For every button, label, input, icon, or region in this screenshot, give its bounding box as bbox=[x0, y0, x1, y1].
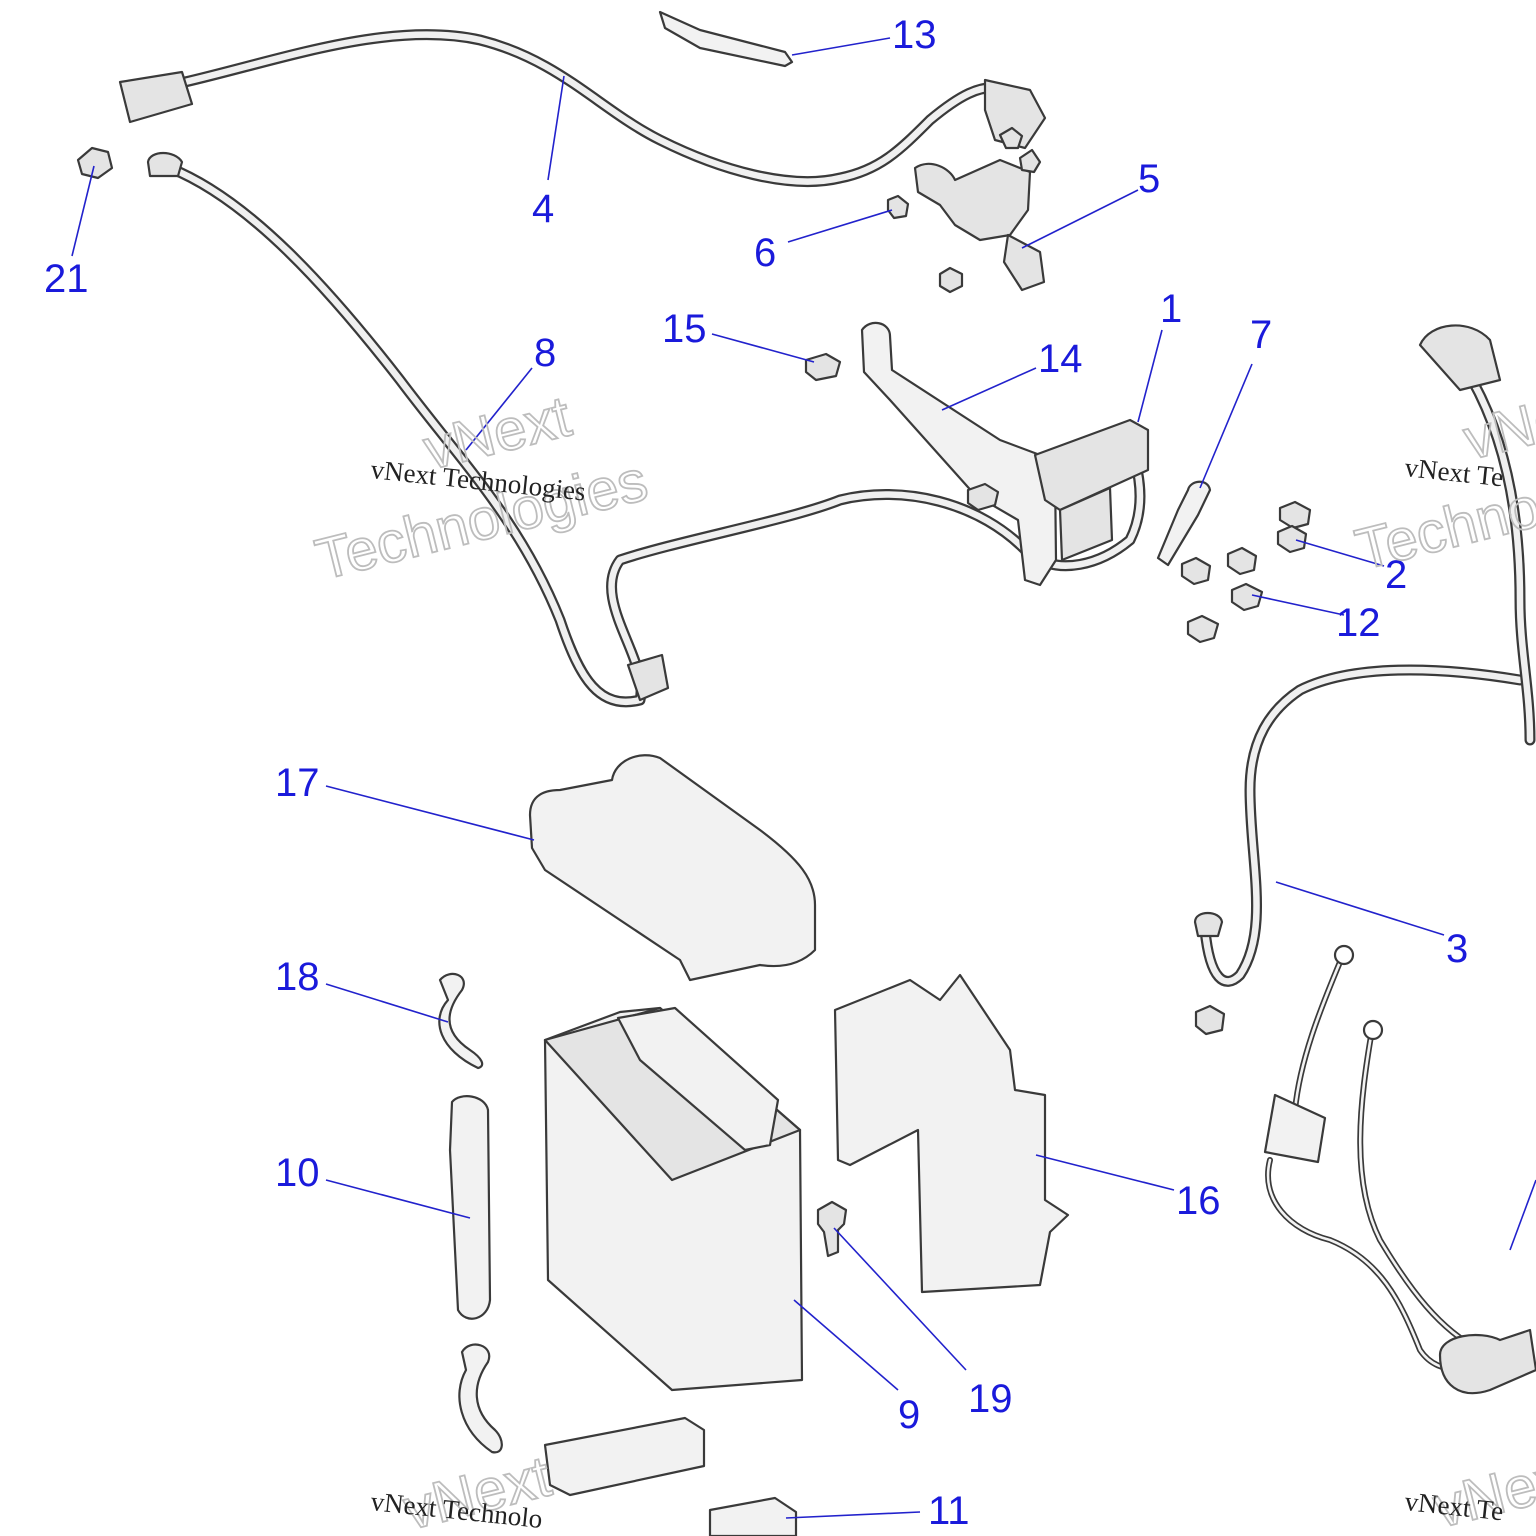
callout-15: 15 bbox=[662, 307, 707, 351]
part-13-cable-tie bbox=[658, 10, 794, 68]
nut-lower-solenoid bbox=[938, 266, 964, 294]
callout-8: 8 bbox=[534, 331, 556, 375]
cable-8-ring-terminal bbox=[146, 151, 184, 178]
clip-lower bbox=[458, 1343, 503, 1454]
part-17-battery-cover bbox=[528, 754, 817, 982]
part-15-push-rivet bbox=[804, 352, 842, 382]
callout-14: 14 bbox=[1038, 337, 1083, 381]
callout-12: 12 bbox=[1336, 601, 1381, 645]
cable-4-boot-left bbox=[118, 70, 194, 124]
callout-11: 11 bbox=[928, 1489, 970, 1533]
part-19-bolt bbox=[816, 1200, 848, 1258]
callout-1: 1 bbox=[1160, 287, 1182, 331]
watermark-center-left: vNext Technologies vNext Technologies bbox=[309, 383, 655, 594]
cable-4-boot-right bbox=[983, 78, 1047, 150]
inline-fuse-holder bbox=[1263, 1093, 1327, 1164]
cable-3 bbox=[1193, 664, 1526, 987]
part-21-nut bbox=[76, 146, 114, 180]
callout-19: 19 bbox=[968, 1377, 1013, 1421]
callout-labels: 1 2 3 4 5 6 7 8 9 10 11 12 13 14 15 16 1… bbox=[44, 13, 1468, 1533]
pad-lower bbox=[543, 1416, 706, 1497]
part-6-nut bbox=[886, 194, 910, 220]
callout-13: 13 bbox=[892, 13, 937, 57]
fastener-bracket-screw bbox=[966, 482, 1000, 512]
harness-right-boot bbox=[1418, 324, 1502, 392]
leader-lines bbox=[71, 37, 1536, 1519]
part-14-bracket bbox=[860, 321, 1058, 587]
power-socket bbox=[1438, 1328, 1536, 1395]
part-5-solenoid bbox=[913, 126, 1046, 292]
callout-5: 5 bbox=[1138, 157, 1160, 201]
part-1-terminal-block bbox=[1033, 418, 1150, 562]
part-12-bolts bbox=[1180, 546, 1264, 644]
part-9-battery bbox=[543, 1006, 804, 1392]
callout-6: 6 bbox=[754, 231, 776, 275]
cable-4 bbox=[118, 29, 1047, 188]
callout-16: 16 bbox=[1176, 1179, 1221, 1223]
callout-7: 7 bbox=[1250, 313, 1272, 357]
part-16-battery-box bbox=[833, 973, 1070, 1294]
callout-10: 10 bbox=[275, 1151, 320, 1195]
callout-9: 9 bbox=[898, 1393, 920, 1437]
callout-4: 4 bbox=[532, 187, 554, 231]
part-10-strap bbox=[448, 1095, 492, 1320]
cable-8-clamp bbox=[626, 653, 670, 702]
harness-right bbox=[1418, 324, 1536, 746]
part-7-clip bbox=[1156, 480, 1212, 567]
cable-3-ring-terminal bbox=[1193, 911, 1224, 938]
callout-17: 17 bbox=[275, 761, 320, 805]
bolt-near-cable-3 bbox=[1194, 1004, 1226, 1036]
part-18-clip-upper bbox=[438, 972, 484, 1070]
part-2-nuts bbox=[1276, 500, 1312, 554]
callout-21: 21 bbox=[44, 257, 89, 301]
callout-3: 3 bbox=[1446, 927, 1468, 971]
callout-2: 2 bbox=[1385, 553, 1407, 597]
accessory-lead bbox=[1263, 944, 1536, 1395]
callout-18: 18 bbox=[275, 955, 320, 999]
part-11-pad bbox=[708, 1496, 798, 1536]
